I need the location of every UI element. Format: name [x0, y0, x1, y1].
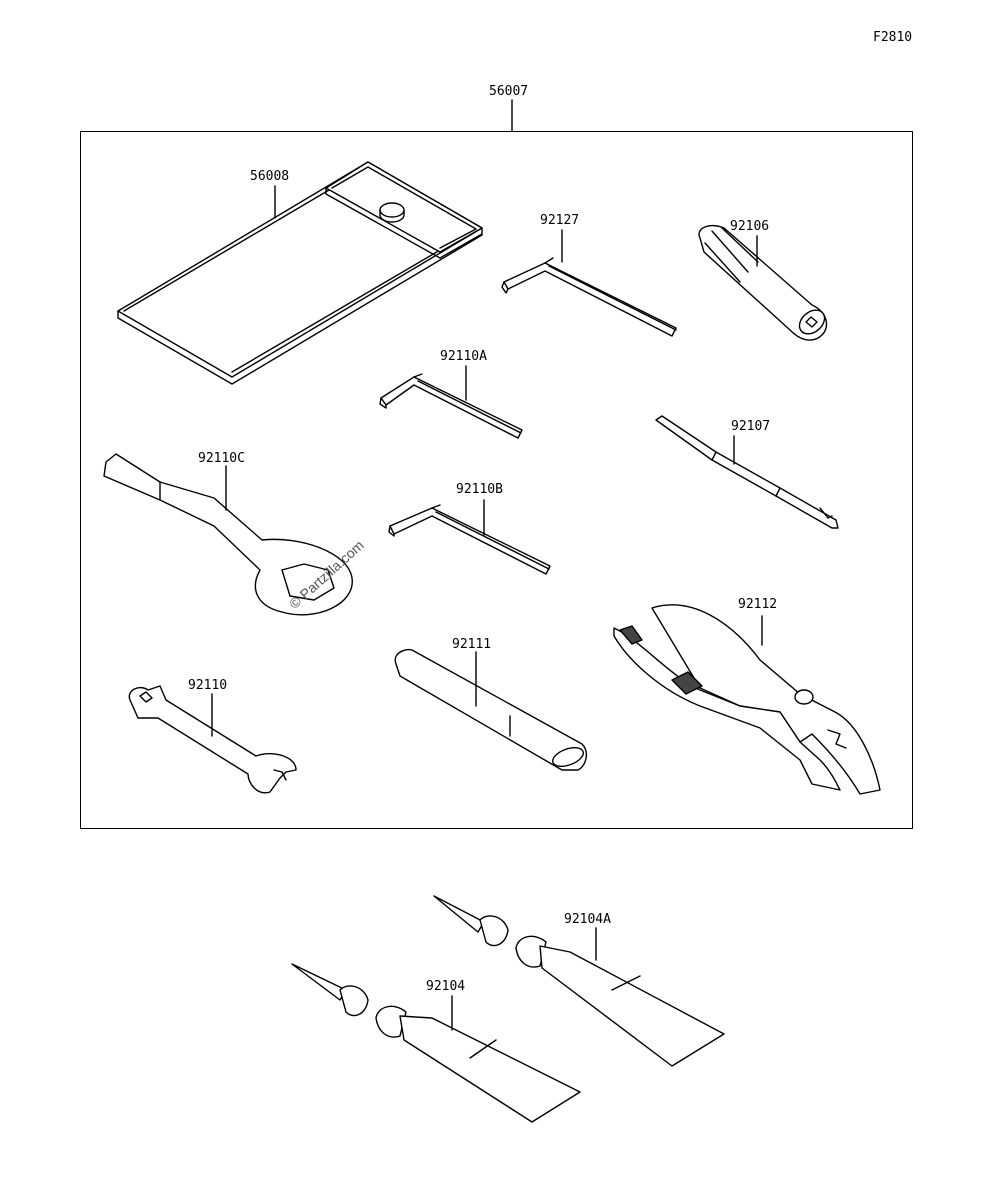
- label-grease-a: 92104A: [564, 912, 611, 927]
- label-kit: 56007: [489, 84, 529, 99]
- grease-tube-a-icon: [433, 895, 725, 1067]
- label-grease: 92104: [426, 979, 466, 994]
- open-wrench-icon: [128, 685, 297, 794]
- toolkit-box: [80, 131, 913, 829]
- label-plug-wrench: 92106: [730, 219, 770, 234]
- label-open-wrench: 92110: [188, 678, 228, 693]
- label-hex-key-a: 92110A: [440, 349, 487, 364]
- label-pouch: 56008: [250, 169, 290, 184]
- label-ring-wrench: 92110C: [198, 451, 245, 466]
- tube-handle-icon: [394, 648, 588, 771]
- label-screwdriver: 92107: [731, 419, 771, 434]
- screwdriver-icon: [655, 415, 839, 529]
- plug-wrench-icon: [698, 224, 828, 341]
- label-pliers: 92112: [738, 597, 778, 612]
- figure-code: F2810: [873, 30, 913, 45]
- pliers-icon: [613, 604, 881, 795]
- label-hex-key-large: 92127: [540, 213, 580, 228]
- hex-key-b-icon: [388, 504, 551, 575]
- grease-tube-icon: [291, 963, 581, 1123]
- ring-wrench-icon: [103, 453, 353, 616]
- label-hex-key-b: 92110B: [456, 482, 503, 497]
- label-tube-handle: 92111: [452, 637, 492, 652]
- hex-key-large-icon: [501, 257, 677, 337]
- pouch-icon: [117, 161, 483, 385]
- hex-key-a-icon: [379, 373, 523, 439]
